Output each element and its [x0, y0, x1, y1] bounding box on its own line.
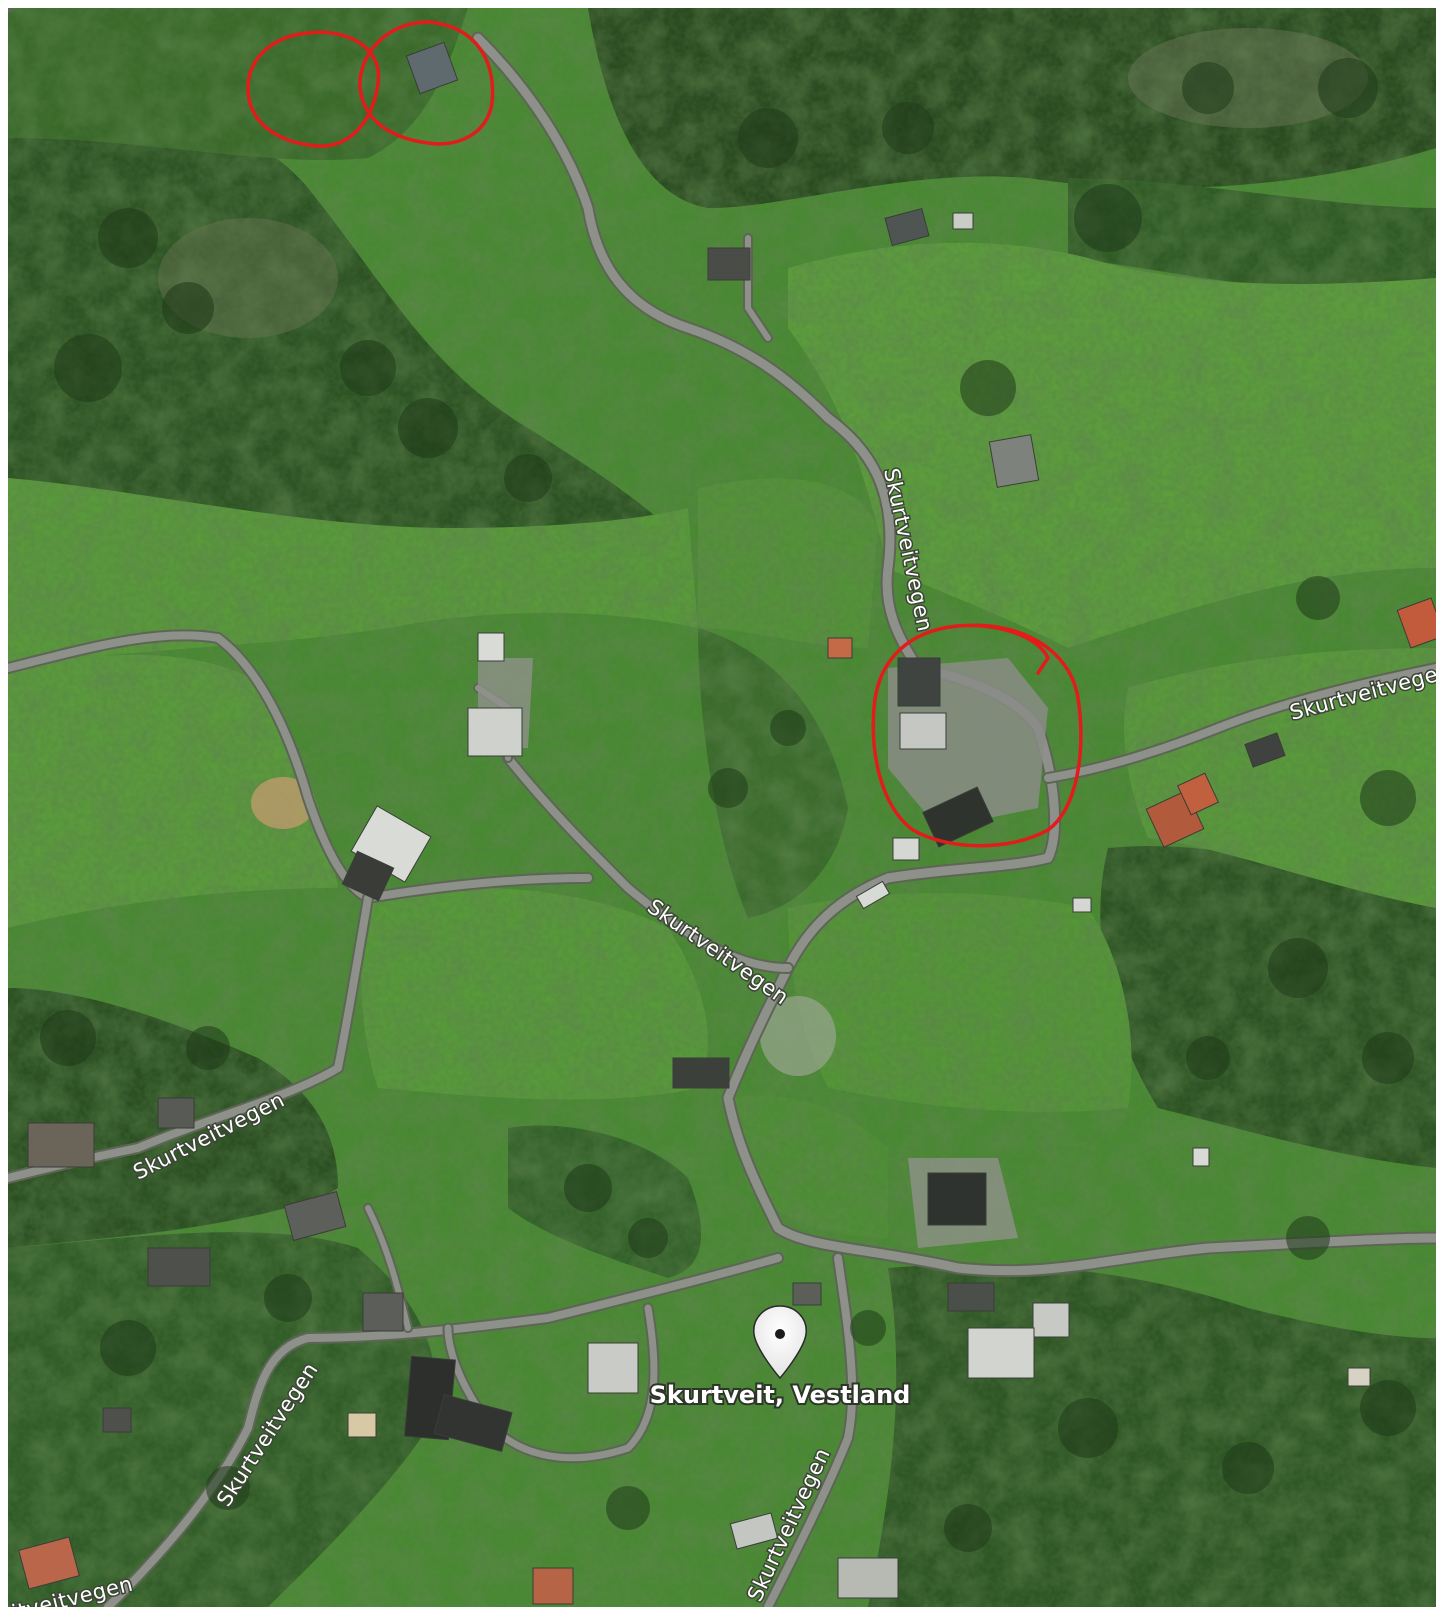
red-annotations — [246, 20, 1083, 848]
annotation-circle-1 — [246, 30, 381, 148]
annotation-circle-3 — [871, 623, 1083, 848]
pin-center-dot — [775, 1329, 785, 1339]
satellite-map[interactable]: Skurtveitvegen Skurtveitvegen Skurtveitv… — [8, 8, 1436, 1607]
place-label[interactable]: Skurtveit, Vestland — [648, 1379, 913, 1411]
buildings — [18, 41, 1436, 1605]
map-canvas[interactable]: Skurtveitvegen Skurtveitvegen Skurtveitv… — [8, 8, 1436, 1607]
map-pin-icon[interactable] — [753, 1305, 807, 1380]
place-marker[interactable]: Skurtveit, Vestland — [648, 1305, 913, 1411]
tree-clusters — [40, 58, 1416, 1552]
annotation-circle-2 — [358, 20, 495, 146]
